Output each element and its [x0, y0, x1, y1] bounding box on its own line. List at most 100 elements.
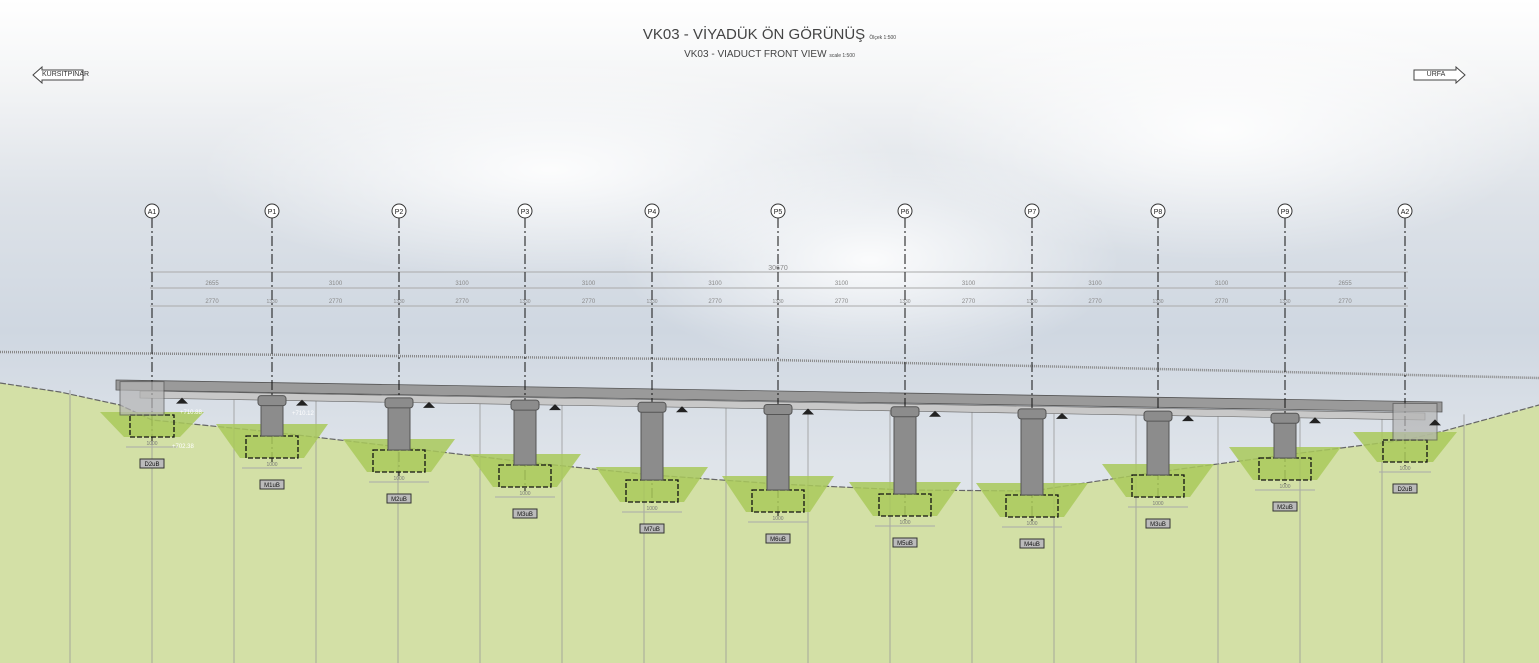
- abutment-A1: [119, 381, 165, 416]
- level-marker-icon: [176, 397, 188, 404]
- footing-width-label: 1000: [899, 520, 910, 526]
- axis-label-A2: A2: [1401, 209, 1410, 216]
- clear-span-label: 2770: [329, 299, 343, 305]
- excavation-fill: [343, 439, 455, 472]
- footing-width-label: 1000: [1399, 466, 1410, 472]
- level-marker-icon: [296, 399, 308, 406]
- drawing-title: VK03 - VİYADÜK ÖN GÖRÜNÜŞ Ölçek 1:500: [0, 26, 1539, 43]
- excavation-fill: [596, 467, 708, 502]
- excavation-fill: [849, 482, 961, 516]
- axis-bubble-A1: [144, 203, 160, 219]
- axis-bubble-A2: [1397, 203, 1413, 219]
- span-length-label: 3100: [1088, 281, 1102, 287]
- axis-label-A1: A1: [148, 209, 157, 216]
- excavation-fill: [976, 483, 1088, 517]
- level-marker-icon: [1056, 412, 1068, 419]
- level-marker-icon: [929, 410, 941, 417]
- arrow-right-icon: [1413, 65, 1466, 85]
- axis-label-P3: P3: [521, 209, 530, 216]
- pier-cap-P1: [257, 395, 287, 407]
- footing-tag-P4: M7uB: [644, 527, 660, 533]
- footing-tag-box: [1392, 483, 1418, 494]
- title-text: VK03 - VİYADÜK ÖN GÖRÜNÜŞ: [642, 26, 866, 43]
- footing-tag-box: [1019, 538, 1045, 549]
- footing-tag-box: [1272, 501, 1298, 512]
- footing-width-label: 1000: [146, 441, 157, 447]
- clear-span-label: 2770: [455, 299, 469, 305]
- axis-label-P7: P7: [1028, 209, 1037, 216]
- pier-cap-P6: [890, 406, 920, 418]
- footing-tag-box: [892, 537, 918, 548]
- axis-label-P1: P1: [268, 209, 277, 216]
- footing-tag-P9: M2uB: [1277, 505, 1293, 511]
- bearing-length-label: 1330: [772, 299, 783, 305]
- footing-tag-box: [139, 458, 165, 469]
- span-length-label: 3100: [962, 281, 976, 287]
- elevation-a1-top: +710.88: [180, 410, 203, 416]
- pier-cap-P8: [1143, 410, 1173, 422]
- footing-tag-box: [512, 508, 538, 519]
- axis-label-P5: P5: [774, 209, 783, 216]
- footing-tag-box: [765, 533, 791, 544]
- excavation-fill: [722, 476, 834, 512]
- footing-tag-box: [259, 479, 285, 490]
- bearing-length-label: 1330: [266, 299, 277, 305]
- pier-cap-P2: [384, 397, 414, 409]
- excavation-fill: [469, 454, 581, 487]
- axis-bubble-P4: [644, 203, 660, 219]
- bearing-length-label: 1330: [899, 299, 910, 305]
- abutment-A2: [1392, 402, 1438, 441]
- elevation-a1-bottom: +702.38: [172, 444, 195, 450]
- footing-tag-A1: D2uB: [144, 462, 159, 468]
- axis-label-P9: P9: [1281, 209, 1290, 216]
- axis-label-P8: P8: [1154, 209, 1163, 216]
- pier-cap-P4: [637, 401, 667, 413]
- span-length-label: 3100: [835, 281, 849, 287]
- deck-slab: [115, 379, 1443, 413]
- footing-tag-P6: M5uB: [897, 541, 913, 547]
- bearing-length-label: 1330: [1026, 299, 1037, 305]
- bearing-length-label: 1330: [1279, 299, 1290, 305]
- level-marker-icon: [549, 404, 561, 411]
- pier-column-P5: [766, 407, 790, 491]
- span-length-label: 3100: [455, 281, 469, 287]
- axis-bubble-P1: [264, 203, 280, 219]
- span-length-label: 3100: [708, 281, 722, 287]
- clear-span-label: 2770: [1088, 299, 1102, 305]
- level-marker-icon: [802, 408, 814, 415]
- footing-width-label: 1000: [393, 476, 404, 482]
- span-length-label: 3100: [582, 281, 596, 287]
- level-marker-icon: [1182, 415, 1194, 422]
- clear-span-label: 2770: [1338, 299, 1352, 305]
- direction-right-label: URFA: [1426, 71, 1446, 78]
- pier-column-P8: [1146, 414, 1170, 476]
- clear-span-label: 2770: [708, 299, 722, 305]
- profile-line: [0, 350, 1539, 380]
- span-length-label: 2655: [205, 281, 219, 287]
- axis-bubble-P6: [897, 203, 913, 219]
- pier-cap-P7: [1017, 408, 1047, 420]
- elevation-p1-top: +710.12: [292, 411, 315, 417]
- span-length-label: 3100: [1215, 281, 1229, 287]
- axis-label-P2: P2: [395, 209, 404, 216]
- footing-tag-P5: M6uB: [770, 537, 786, 543]
- drawing-subtitle: VK03 - VIADUCT FRONT VIEW scale 1:500: [0, 49, 1539, 60]
- pier-cap-P3: [510, 399, 540, 411]
- footing-tag-P3: M3uB: [517, 512, 533, 518]
- excavation-fill: [216, 424, 328, 458]
- excavation-fill: [100, 412, 204, 437]
- footing-tag-P8: M3uB: [1150, 522, 1166, 528]
- footing-tag-box: [639, 523, 665, 534]
- excavation-fill: [1229, 447, 1341, 480]
- pier-column-P6: [893, 410, 917, 495]
- clear-span-label: 2770: [1215, 299, 1229, 305]
- axis-bubble-P7: [1024, 203, 1040, 219]
- axis-bubble-P3: [517, 203, 533, 219]
- pier-column-P4: [640, 405, 664, 481]
- footing-width-label: 1000: [1279, 484, 1290, 490]
- footing-tag-A2: D2uB: [1397, 487, 1412, 493]
- pier-column-P2: [387, 401, 411, 451]
- arrow-left-icon: [32, 65, 84, 85]
- bearing-length-label: 1330: [646, 299, 657, 305]
